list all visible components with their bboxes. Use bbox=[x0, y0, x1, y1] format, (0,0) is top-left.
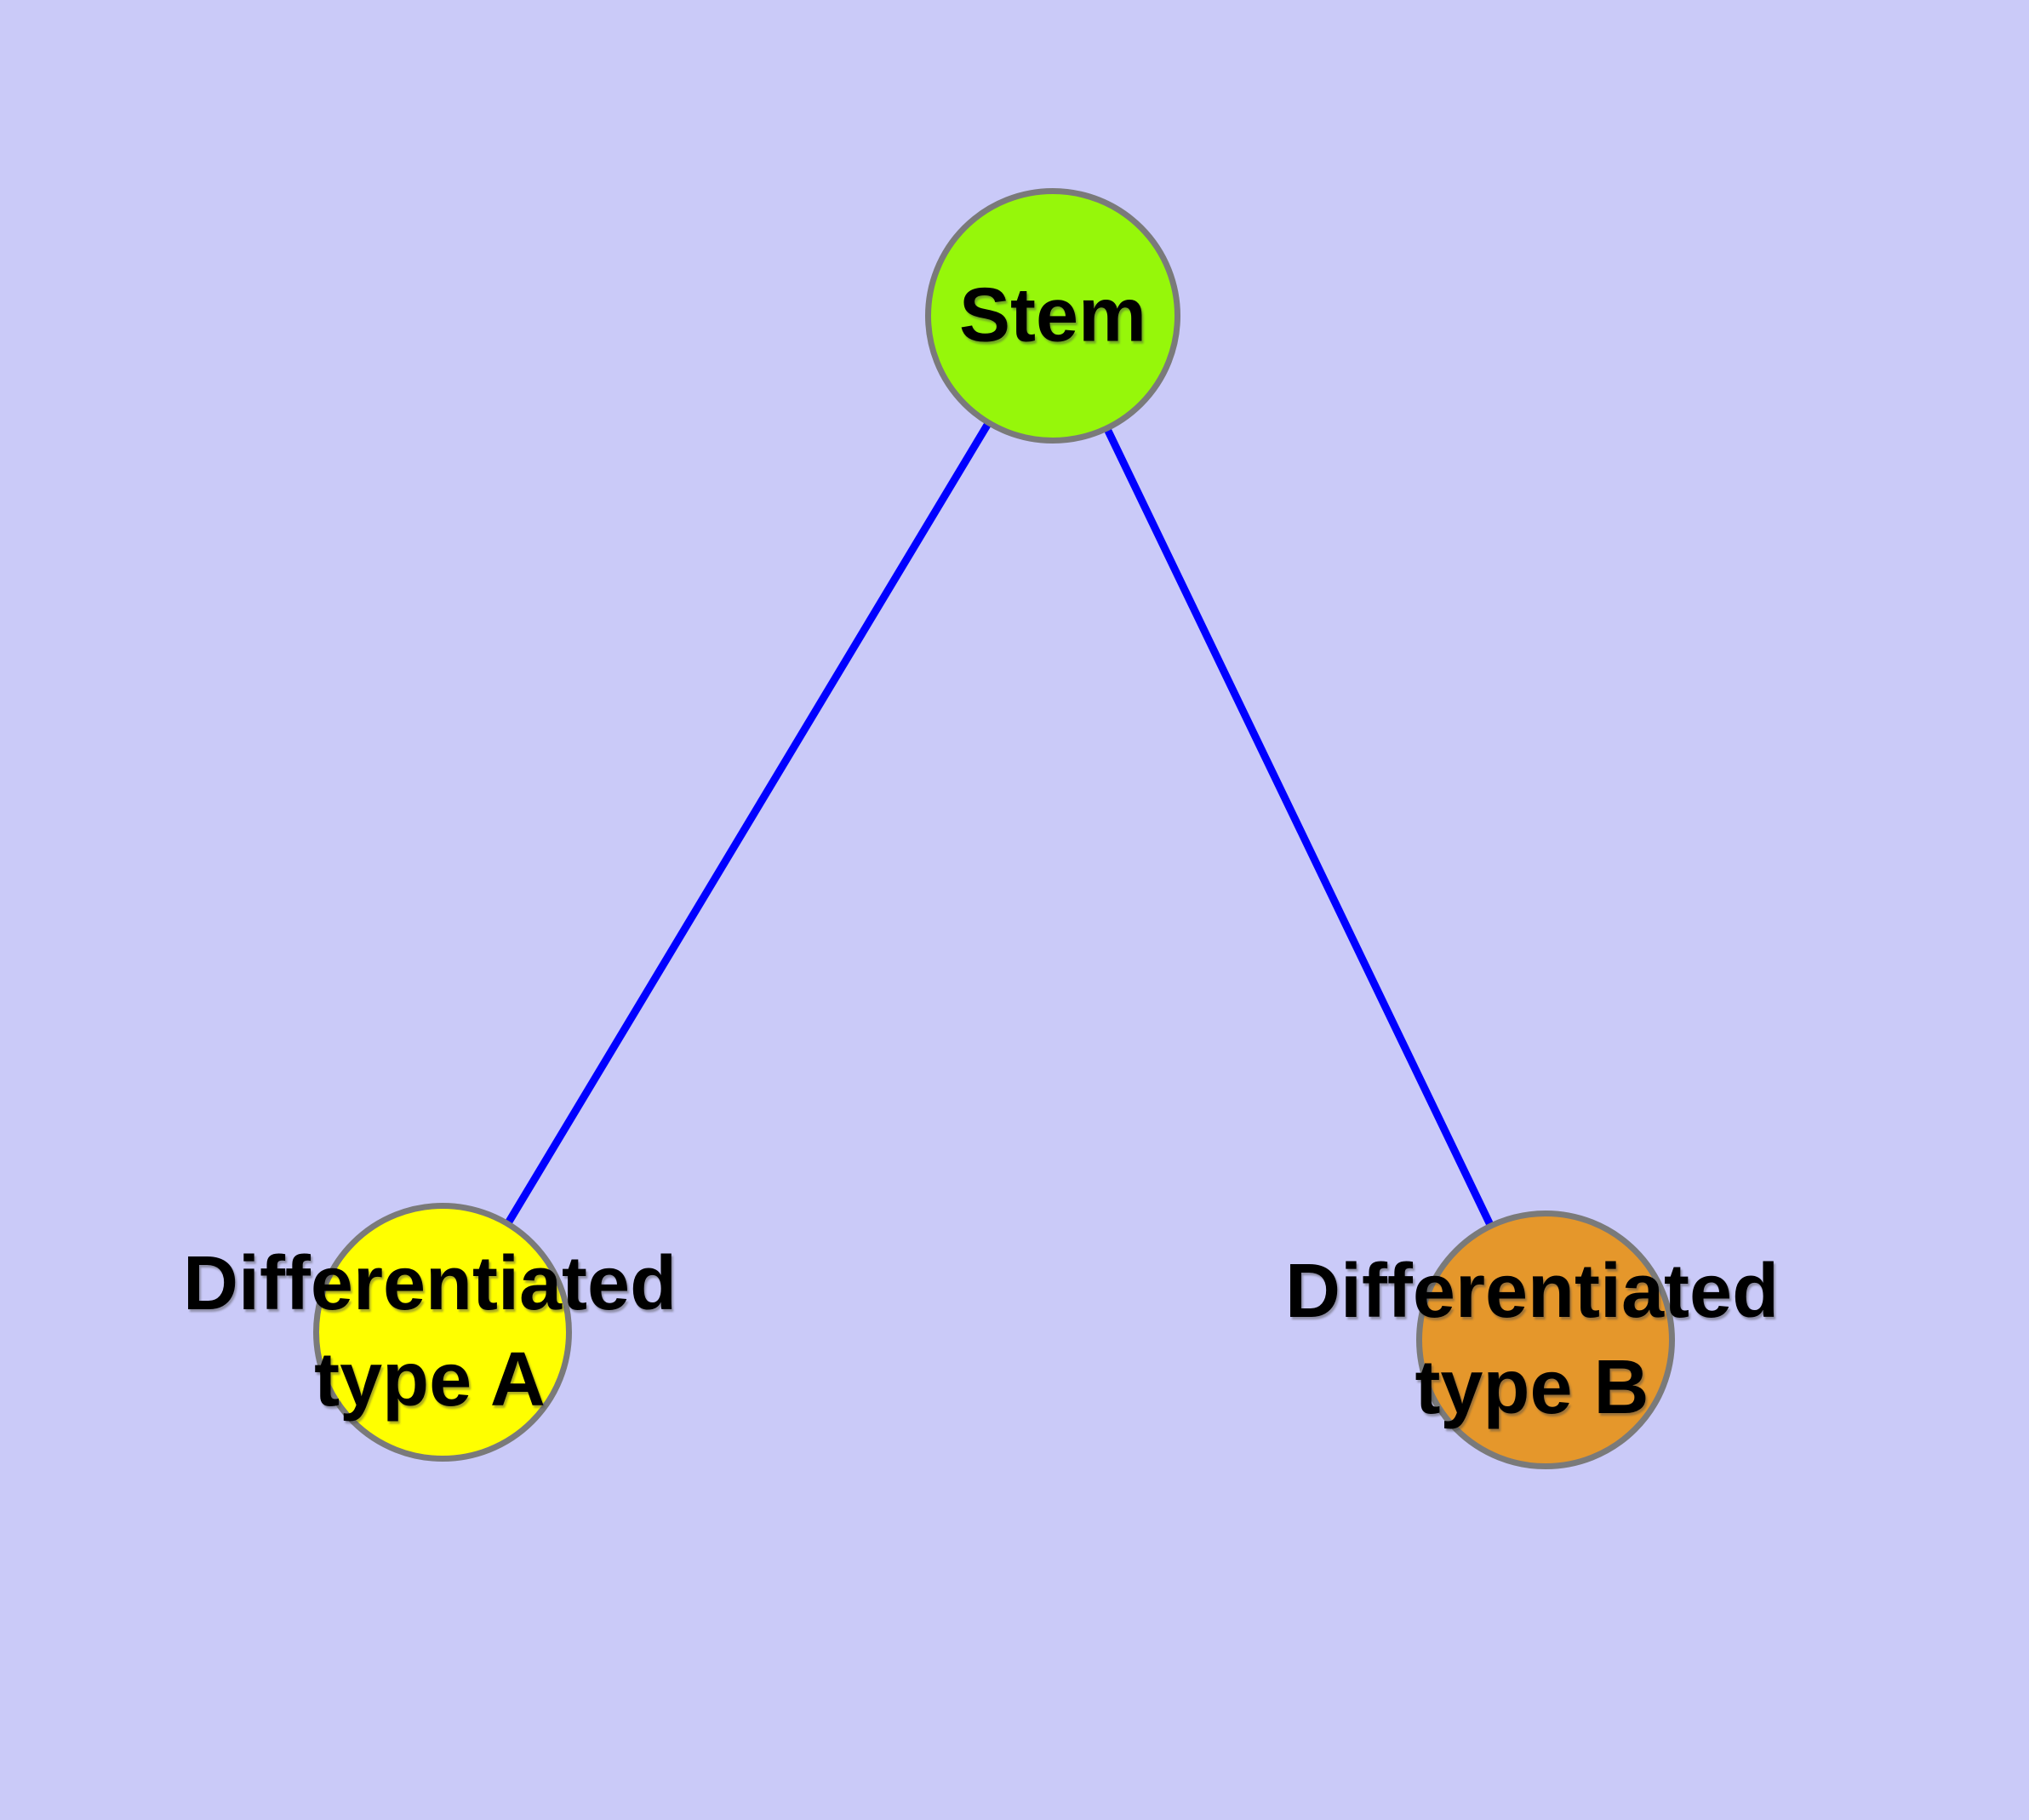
node-stem-label: Stem bbox=[958, 272, 1147, 358]
edge-stem-to-diff-a bbox=[439, 313, 1056, 1335]
node-differentiated-type-a-label: Differentiated type A bbox=[182, 1241, 677, 1422]
edge-stem-to-diff-b bbox=[1049, 314, 1550, 1342]
node-differentiated-type-b-label: Differentiated type B bbox=[1284, 1249, 1780, 1430]
node-differentiated-type-b-circle bbox=[1416, 1210, 1675, 1469]
node-differentiated-type-a-circle bbox=[313, 1203, 572, 1462]
node-stem-circle bbox=[925, 188, 1180, 444]
